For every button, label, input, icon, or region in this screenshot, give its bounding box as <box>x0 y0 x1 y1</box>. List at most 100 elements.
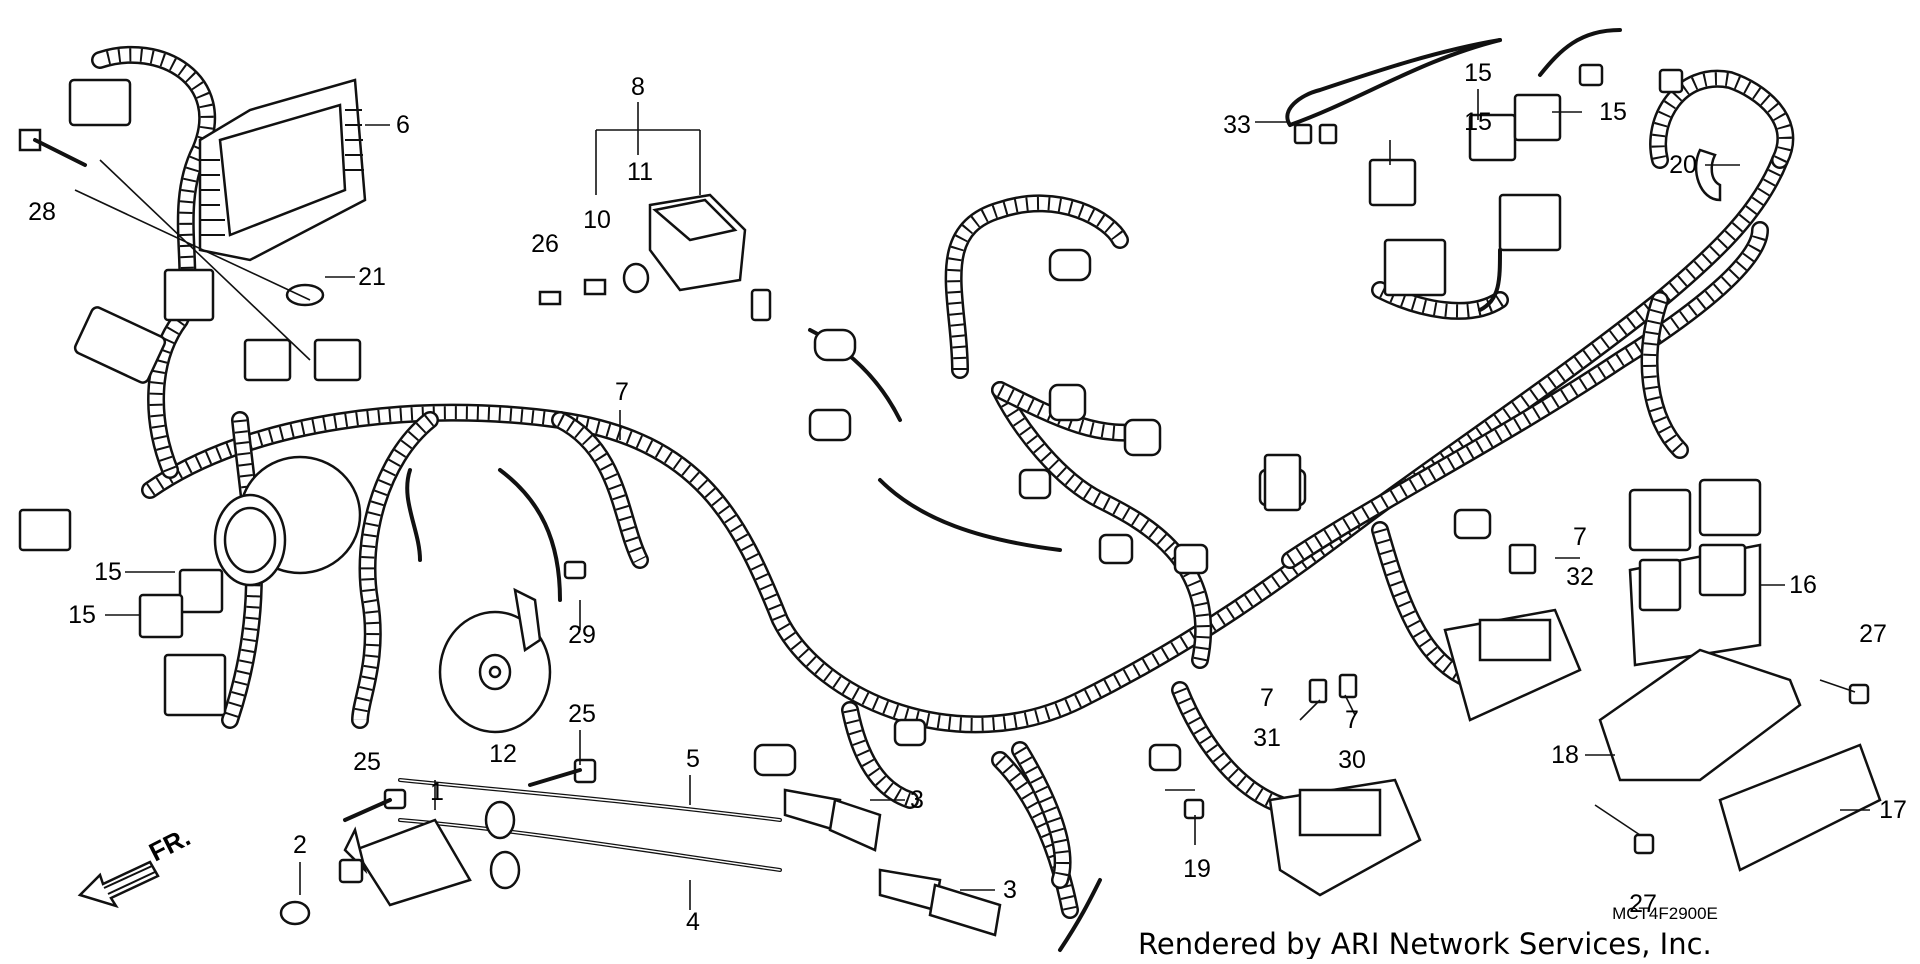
callout-7-fuse32: 7 <box>1573 523 1587 551</box>
callout-2: 2 <box>293 831 307 859</box>
callout-11: 11 <box>627 158 653 186</box>
right-top-connector-b <box>1658 68 1684 94</box>
grommet-11 <box>622 262 650 294</box>
right-top-connector-a <box>1578 63 1604 87</box>
washer <box>279 900 311 926</box>
bolt-27-lower <box>1633 833 1655 855</box>
callout-15-left-lower: 15 <box>68 601 96 629</box>
callout-8: 8 <box>631 73 645 101</box>
relay-right-1 <box>1368 158 1417 207</box>
callout-3-lower: 3 <box>1003 876 1017 904</box>
fuse-31 <box>1308 678 1328 704</box>
callouts: 1 2 3 3 4 5 6 7 7 7 7 8 10 11 12 15 15 1… <box>28 59 1907 936</box>
connector-i <box>1098 533 1134 565</box>
left-coupler <box>73 306 167 384</box>
fuse-30 <box>1338 673 1358 699</box>
relay-left-upper <box>178 568 224 614</box>
relay-socket-left <box>163 653 227 717</box>
coil-terminal-b <box>489 850 521 890</box>
regulator-connector <box>68 78 132 127</box>
bracket <box>1598 648 1802 782</box>
callout-3-upper: 3 <box>910 786 924 814</box>
callout-26: 26 <box>531 230 559 258</box>
control-unit <box>1628 543 1762 667</box>
clamp <box>285 283 325 307</box>
plug-cap-upper <box>783 788 882 852</box>
connector-f <box>1048 383 1087 422</box>
callout-25-lower: 25 <box>353 748 381 776</box>
screw-10 <box>583 278 607 296</box>
callout-4: 4 <box>686 908 700 936</box>
relay-left-lower <box>138 593 184 639</box>
connector-n <box>753 743 797 777</box>
callout-18: 18 <box>1551 741 1579 769</box>
connector-m <box>1453 508 1492 540</box>
bolt-29 <box>563 560 587 580</box>
main-wire-harness <box>91 45 1795 919</box>
unit-8 <box>648 193 747 292</box>
callout-10: 10 <box>583 206 611 234</box>
callout-5: 5 <box>686 745 700 773</box>
callout-28: 28 <box>28 198 56 226</box>
callout-7-fuse31: 7 <box>1260 684 1274 712</box>
fuse-32 <box>1508 543 1537 575</box>
callout-17: 17 <box>1879 796 1907 824</box>
callout-33: 33 <box>1223 111 1251 139</box>
callout-1: 1 <box>430 778 444 806</box>
callout-7-harness: 7 <box>615 378 629 406</box>
connector-k <box>808 408 852 442</box>
coil-terminal-a <box>484 800 516 840</box>
connector-j <box>1173 543 1209 575</box>
callout-29: 29 <box>568 621 596 649</box>
bolt-25-upper <box>528 758 597 787</box>
connector-o <box>893 718 927 747</box>
ignition-coil <box>338 818 472 907</box>
front-label: FR. <box>144 822 195 868</box>
front-direction-indicator: FR. <box>77 822 195 909</box>
callout-6: 6 <box>396 111 410 139</box>
connector-h <box>1018 468 1052 500</box>
connector-b <box>313 338 362 382</box>
callout-7-fuse30: 7 <box>1345 706 1359 734</box>
connector-g <box>1123 418 1162 457</box>
sub-harness-33 <box>1285 38 1502 145</box>
bolt-28 <box>18 128 87 167</box>
coupler-16b <box>1698 478 1762 537</box>
callout-15-right-top: 15 <box>1464 59 1492 87</box>
callout-21: 21 <box>358 263 386 291</box>
unit-cover <box>1718 743 1882 872</box>
thin-wires <box>398 28 1622 952</box>
left-connector <box>18 508 72 552</box>
relay-socket-right-b <box>1498 193 1562 252</box>
callout-27-lower: 27 <box>1629 890 1657 918</box>
bolt-27-right <box>1848 683 1870 705</box>
diagram-code: MCT4F2900E <box>1612 904 1718 923</box>
connector-e <box>1048 248 1092 282</box>
callout-27-right: 27 <box>1859 620 1887 648</box>
callout-30: 30 <box>1338 746 1366 774</box>
callout-15-right-mid: 15 <box>1464 108 1492 136</box>
band <box>1694 148 1722 202</box>
connector-d <box>813 328 857 362</box>
relay-right-3 <box>1513 93 1562 142</box>
callout-15-left-upper: 15 <box>94 558 122 586</box>
callout-15-right-end: 15 <box>1599 98 1627 126</box>
connector-a <box>243 338 292 382</box>
callout-31: 31 <box>1253 724 1281 752</box>
round-meter-connector <box>213 455 362 587</box>
connector-p <box>1148 743 1182 772</box>
render-credit: Rendered by ARI Network Services, Inc. <box>1138 927 1712 959</box>
regulator-rectifier <box>198 78 367 262</box>
callout-25-upper: 25 <box>568 700 596 728</box>
callout-12: 12 <box>489 740 517 768</box>
connector-q <box>1263 453 1302 512</box>
callout-16: 16 <box>1789 571 1817 599</box>
relay-socket-right-a <box>1383 238 1447 297</box>
fuse-box-upper <box>1443 608 1582 722</box>
coupler-16a <box>1628 488 1692 552</box>
plug-cap-lower <box>878 868 1002 937</box>
callout-19: 19 <box>1183 855 1211 883</box>
callout-32: 32 <box>1566 563 1594 591</box>
